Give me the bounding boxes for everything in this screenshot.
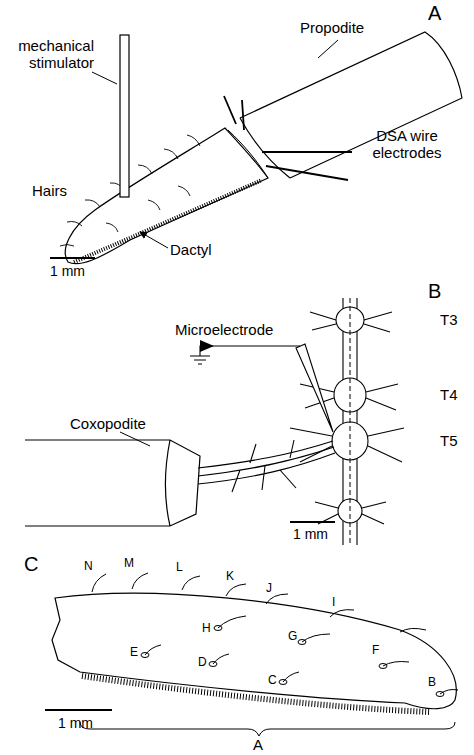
part-name: mechanical stimulator — [0, 38, 94, 71]
hair-label: G — [288, 630, 297, 643]
microelectrode — [296, 344, 333, 432]
hair-label: L — [176, 561, 183, 574]
wire-electrodes — [224, 96, 352, 180]
panel-letter: A — [428, 2, 441, 24]
hairs — [145, 616, 458, 694]
hair-label: K — [226, 570, 234, 583]
region-label: A — [253, 737, 263, 754]
panel-letter: B — [428, 280, 441, 302]
hair-label: D — [198, 656, 207, 669]
part-name: DSA wire electrodes — [352, 128, 462, 161]
part-name: Coxopodite — [70, 416, 146, 433]
leader-arrows — [92, 40, 338, 248]
hair-label: N — [84, 560, 93, 573]
hair-socket — [379, 664, 387, 669]
panel-letter: C — [24, 553, 38, 575]
hair-label: C — [268, 674, 277, 687]
hair-socket — [209, 662, 217, 667]
part-name: Microelectrode — [175, 322, 273, 339]
scale-bar — [290, 521, 335, 523]
scale-label: 1 mm — [58, 716, 93, 731]
scale-bar — [45, 709, 112, 711]
scale-label: 1 mm — [50, 264, 85, 279]
scale-label: 1 mm — [293, 527, 328, 542]
hair-socket — [279, 680, 287, 685]
propodite-outline — [240, 32, 462, 178]
serrated-edge — [74, 180, 262, 262]
amplifier-symbol — [200, 340, 214, 352]
hair-socket — [298, 640, 306, 645]
midline — [350, 298, 351, 545]
bracket — [80, 722, 455, 736]
ganglion-label: T5 — [440, 433, 458, 450]
hair-socket — [141, 653, 149, 658]
leader-line — [120, 432, 150, 446]
hair-label: B — [428, 676, 436, 689]
ganglion-label: T3 — [440, 312, 458, 329]
hair-label: M — [124, 557, 134, 570]
hair-label: J — [266, 582, 272, 595]
part-name: Propodite — [300, 20, 364, 37]
joint-membrane — [228, 130, 268, 178]
dactyl-outline — [52, 593, 456, 708]
coxopodite-outline — [25, 440, 200, 526]
part-name: Dactyl — [170, 242, 212, 259]
hairs — [60, 135, 200, 246]
hair-label: F — [372, 644, 379, 657]
leg-nerve — [198, 440, 335, 492]
ganglion-label: T4 — [440, 387, 458, 404]
hair-socket — [436, 692, 444, 697]
hairs — [92, 573, 426, 632]
mechanical-stimulator — [120, 35, 129, 197]
dactyl-outline — [65, 128, 268, 264]
hair-label: H — [202, 622, 211, 635]
serrated-fringe — [82, 676, 430, 712]
hair-label: E — [130, 646, 138, 659]
nerve-roots — [290, 312, 404, 524]
hair-label: I — [332, 596, 335, 609]
scale-bar — [50, 257, 95, 259]
part-name: Hairs — [32, 183, 67, 200]
hair-socket — [214, 626, 222, 631]
